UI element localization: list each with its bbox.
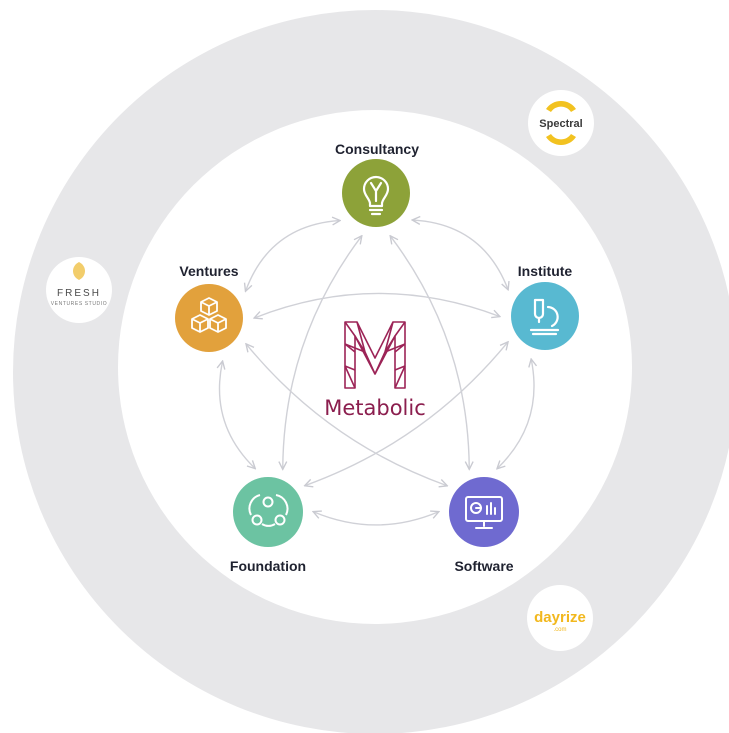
- fresh-wordmark: FRESH: [57, 288, 101, 299]
- foundation-label: Foundation: [230, 558, 306, 574]
- partner-fresh[interactable]: FRESH VENTURES STUDIO: [46, 257, 112, 323]
- node-software[interactable]: Software: [449, 477, 519, 574]
- spectral-wordmark: Spectral: [539, 118, 582, 130]
- fresh-badge: [46, 257, 112, 323]
- spectral-sun-icon: [546, 100, 576, 146]
- dayrize-badge: [527, 585, 593, 651]
- dashboard-monitor-icon: [465, 496, 503, 529]
- arrow-ventures-institute: [255, 292, 499, 317]
- dayrize-domain: .com: [553, 627, 566, 633]
- lightbulb-icon: [362, 175, 390, 216]
- node-institute[interactable]: Institute: [511, 263, 579, 350]
- foundation-circle: [233, 477, 303, 547]
- node-ventures[interactable]: Ventures: [175, 263, 243, 352]
- microscope-icon: [529, 298, 560, 336]
- cubes-icon: [191, 297, 227, 333]
- institute-label: Institute: [518, 263, 573, 279]
- connection-arrows: [219, 220, 534, 526]
- consultancy-label: Consultancy: [335, 141, 419, 157]
- node-consultancy[interactable]: Consultancy: [335, 141, 419, 227]
- ventures-circle: [175, 284, 243, 352]
- spectral-badge: [528, 90, 594, 156]
- node-foundation[interactable]: Foundation: [230, 477, 306, 574]
- fresh-tagline: VENTURES STUDIO: [51, 301, 108, 307]
- metabolic-logo: Metabolic: [324, 321, 426, 420]
- dayrize-wordmark: dayrize: [534, 609, 586, 626]
- partner-spectral[interactable]: Spectral: [528, 90, 594, 156]
- software-label: Software: [454, 558, 513, 574]
- institute-circle: [511, 282, 579, 350]
- ventures-label: Ventures: [179, 263, 238, 279]
- arrow-foundation-software: [314, 512, 438, 526]
- metabolic-wordmark: Metabolic: [324, 396, 426, 420]
- network-nodes-icon: [248, 494, 289, 527]
- software-circle: [449, 477, 519, 547]
- arrow-institute-foundation: [306, 343, 508, 486]
- fresh-leaf-icon: [73, 262, 85, 280]
- partner-dayrize[interactable]: dayrize .com: [527, 585, 593, 651]
- metabolic-m-icon: [344, 321, 406, 389]
